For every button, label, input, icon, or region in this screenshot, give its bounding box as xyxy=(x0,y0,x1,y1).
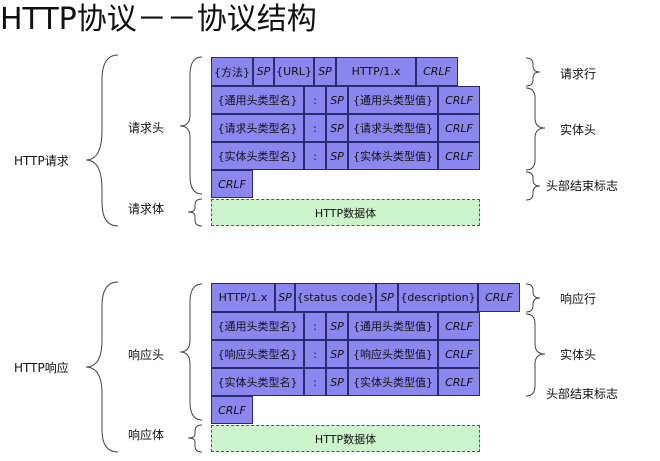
request-line-sp: SP xyxy=(253,57,274,86)
brace-response-body xyxy=(187,424,203,453)
brace-response-line xyxy=(525,283,541,313)
request-end-crlf: CRLF xyxy=(211,170,253,198)
request-header-name: {通用头类型名} xyxy=(211,86,304,114)
request-body-label: 请求体 xyxy=(128,202,165,216)
response-header-label: 响应头 xyxy=(128,348,165,362)
request-header-sp: SP xyxy=(326,142,348,170)
response-end-crlf: CRLF xyxy=(211,396,253,424)
request-header-end-label: 头部结束标志 xyxy=(546,179,619,193)
response-body-label: 响应体 xyxy=(128,428,165,442)
request-entity-header-label: 实体头 xyxy=(560,123,597,137)
response-header-sp: SP xyxy=(326,312,348,340)
response-header-crlf: CRLF xyxy=(438,312,480,340)
response-header-name: {响应头类型名} xyxy=(211,340,304,368)
response-header-colon: : xyxy=(304,340,326,368)
response-line-status-code: {status code} xyxy=(295,283,376,312)
response-line-version: HTTP/1.x xyxy=(211,283,275,312)
response-line-crlf: CRLF xyxy=(478,283,520,312)
response-header-colon: : xyxy=(304,312,326,340)
request-line-method: {方法} xyxy=(211,57,253,86)
response-line-description: {description} xyxy=(398,283,478,312)
request-header-value: {请求头类型值} xyxy=(348,114,438,142)
response-line-sp: SP xyxy=(275,283,295,312)
response-header-end-label: 头部结束标志 xyxy=(546,387,619,401)
brace-request-entity xyxy=(525,87,546,171)
request-header-label: 请求头 xyxy=(128,121,165,135)
brace-request-body xyxy=(187,198,203,227)
request-header-colon: : xyxy=(304,86,326,114)
response-header-colon: : xyxy=(304,368,326,396)
request-header-name: {请求头类型名} xyxy=(211,114,304,142)
brace-request-line xyxy=(525,57,541,87)
response-header-crlf: CRLF xyxy=(438,340,480,368)
request-group-label: HTTP请求 xyxy=(14,154,69,168)
response-header-name: {实体头类型名} xyxy=(211,368,304,396)
request-header-value: {通用头类型值} xyxy=(348,86,438,114)
page-title: HTTP协议－－协议结构 xyxy=(0,2,317,37)
request-header-crlf: CRLF xyxy=(438,114,480,142)
request-header-sp: SP xyxy=(326,114,348,142)
request-header-crlf: CRLF xyxy=(438,86,480,114)
request-header-crlf: CRLF xyxy=(438,142,480,170)
request-line-label: 请求行 xyxy=(560,67,597,81)
request-line-crlf: CRLF xyxy=(416,57,458,86)
request-header-value: {实体头类型值} xyxy=(348,142,438,170)
response-group-label: HTTP响应 xyxy=(14,361,69,375)
request-header-colon: : xyxy=(304,142,326,170)
response-header-sp: SP xyxy=(326,340,348,368)
response-header-crlf: CRLF xyxy=(438,368,480,396)
response-line-sp: SP xyxy=(376,283,398,312)
request-line-url: {URL} xyxy=(274,57,314,86)
brace-request-end xyxy=(525,171,541,201)
response-body-box: HTTP数据体 xyxy=(211,425,480,452)
request-header-name: {实体头类型名} xyxy=(211,142,304,170)
brace-response-header xyxy=(179,283,203,421)
response-entity-header-label: 实体头 xyxy=(560,348,597,362)
request-line-version: HTTP/1.x xyxy=(336,57,416,86)
response-header-value: {通用头类型值} xyxy=(348,312,438,340)
response-header-value: {实体头类型值} xyxy=(348,368,438,396)
response-header-sp: SP xyxy=(326,368,348,396)
request-header-colon: : xyxy=(304,114,326,142)
brace-request-group xyxy=(85,54,119,227)
request-line-sp: SP xyxy=(314,57,336,86)
request-header-sp: SP xyxy=(326,86,348,114)
brace-request-header xyxy=(179,56,203,195)
brace-response-group xyxy=(85,281,119,453)
request-body-box: HTTP数据体 xyxy=(211,199,480,226)
response-header-value: {响应头类型值} xyxy=(348,340,438,368)
response-line-label: 响应行 xyxy=(560,292,597,306)
response-header-name: {通用头类型名} xyxy=(211,312,304,340)
brace-response-entity xyxy=(525,313,546,397)
